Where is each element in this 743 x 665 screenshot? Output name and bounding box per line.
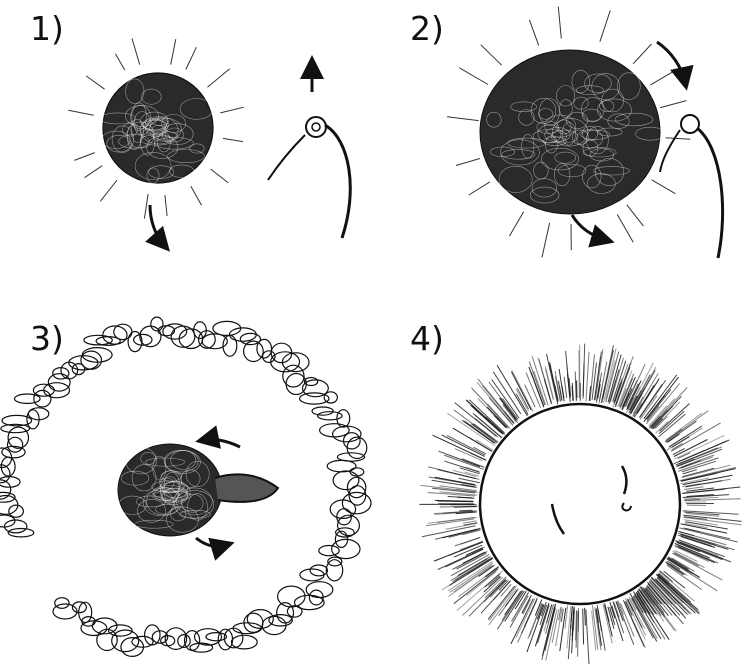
panel-2-motion-arrow-icon	[572, 215, 606, 240]
panel-4-remnant	[480, 404, 680, 604]
panel-2-companion	[660, 115, 723, 258]
panel-3-motion-arrow-icon	[196, 538, 226, 546]
panel-1-companion	[268, 117, 350, 238]
panel-1-star	[68, 38, 243, 218]
panel-1-rotation-arrow-icon	[150, 205, 164, 245]
panel-2-rotation-arrow-icon	[657, 42, 685, 82]
panel-2-star	[447, 7, 690, 258]
panel-3-star	[118, 444, 278, 536]
panel-3-rotation-arrow-icon	[204, 439, 240, 447]
